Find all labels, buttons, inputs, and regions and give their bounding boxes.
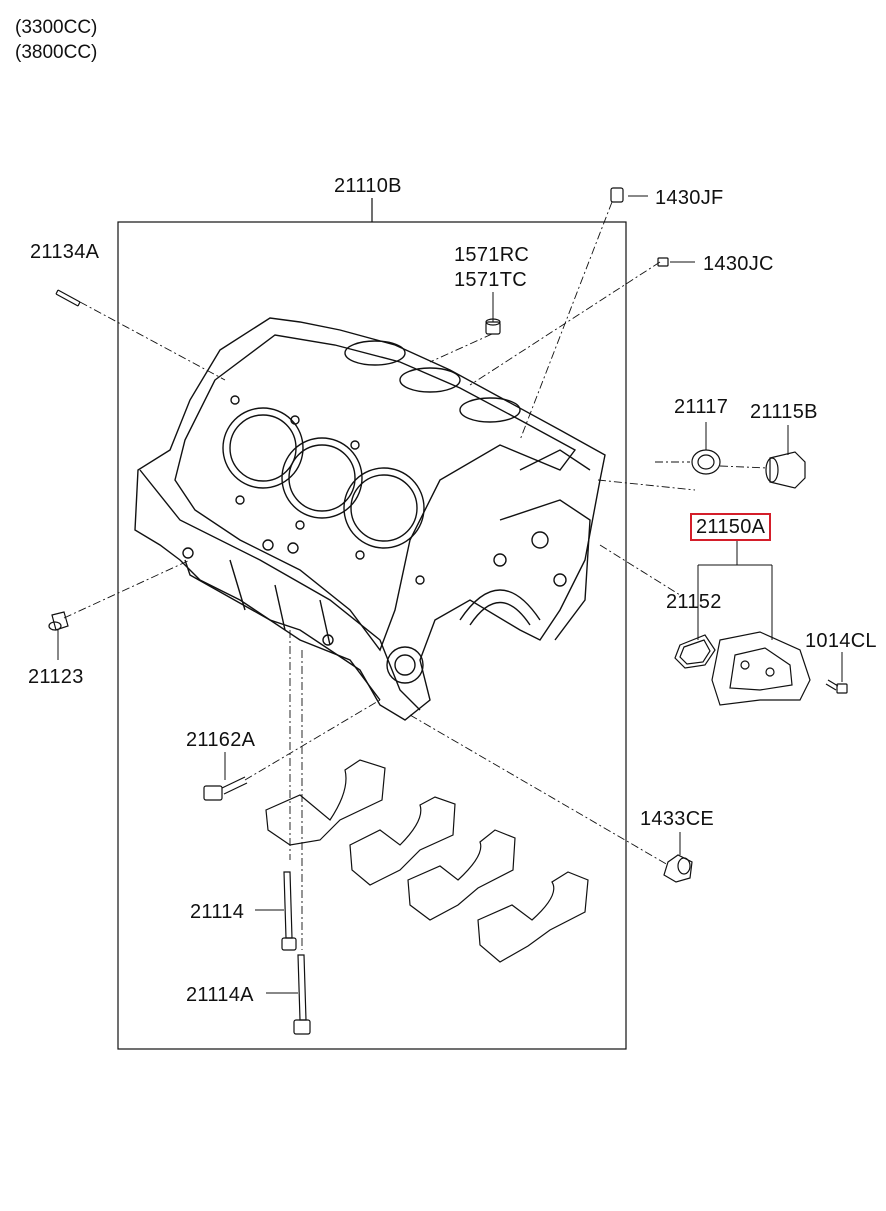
part-21152 — [674, 634, 716, 669]
leader-21123 — [63, 559, 191, 619]
part-1430JC — [657, 257, 669, 267]
leader-21117 — [597, 479, 696, 491]
engine-spec-line1: (3300CC) — [15, 17, 98, 38]
part-21115B — [765, 451, 806, 489]
leader-21150A-bracket — [697, 540, 773, 640]
label-21115B: 21115B — [750, 401, 818, 423]
part-1433CE — [663, 854, 693, 883]
part-21114A — [293, 954, 311, 1035]
label-1571RC: 1571RC — [454, 244, 530, 266]
leader-1571RC-down — [429, 333, 493, 363]
leader-1430JF-down — [519, 201, 613, 441]
label-1014CL: 1014CL — [805, 630, 877, 652]
leader-21152 — [599, 544, 681, 596]
leader-21115B — [719, 465, 769, 469]
part-21117 — [691, 449, 721, 475]
label-1571TC: 1571TC — [454, 269, 527, 291]
engine-block-drawing — [134, 317, 606, 721]
leader-1433CE — [409, 714, 669, 866]
label-21152: 21152 — [666, 591, 722, 613]
leader-21134A — [79, 301, 226, 381]
label-21162A: 21162A — [186, 729, 256, 751]
part-21162A — [203, 776, 248, 801]
label-21150A: 21150A — [690, 513, 772, 541]
part-21134A — [55, 289, 81, 307]
label-21110B: 21110B — [334, 175, 402, 197]
part-1430JF — [610, 187, 624, 203]
part-21114 — [281, 871, 297, 951]
leader-21162A — [244, 699, 381, 781]
assembly-frame — [117, 221, 627, 1050]
part-21123 — [48, 611, 69, 631]
label-21117: 21117 — [674, 396, 729, 418]
bearing-caps — [265, 759, 589, 963]
label-21134A: 21134A — [30, 241, 100, 263]
part-21150A-cover — [711, 631, 811, 706]
label-1433CE: 1433CE — [640, 808, 715, 830]
label-1430JF: 1430JF — [655, 187, 724, 209]
label-1430JC: 1430JC — [703, 253, 774, 275]
engine-spec-line2: (3800CC) — [15, 42, 98, 63]
part-1014CL — [825, 679, 848, 694]
label-21114: 21114 — [190, 901, 245, 923]
label-21123: 21123 — [28, 666, 84, 688]
label-21114A: 21114A — [186, 984, 254, 1006]
